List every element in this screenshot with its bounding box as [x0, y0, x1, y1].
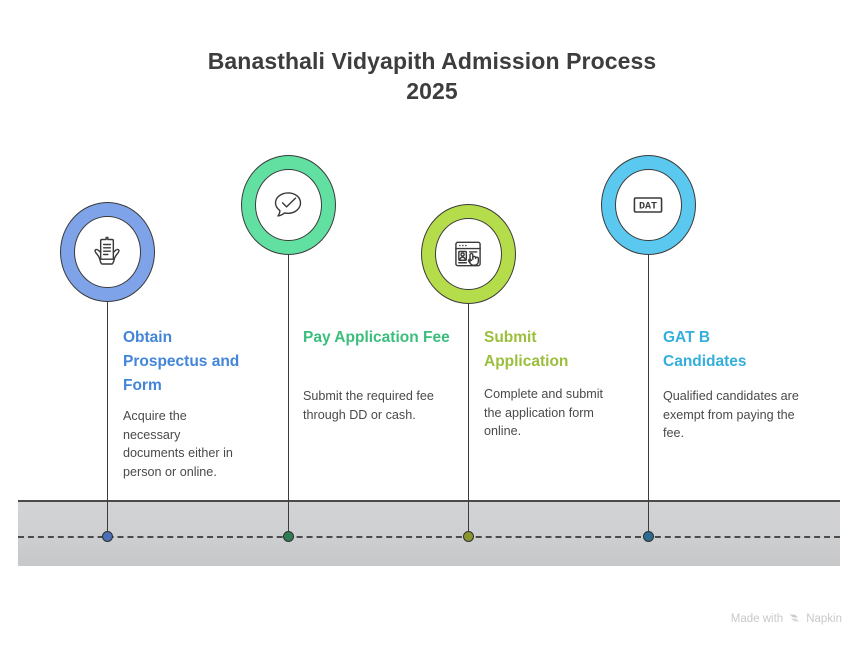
milestone-stem [648, 253, 649, 536]
napkin-chevron-logo-icon [789, 614, 800, 622]
milestone-road-dot [283, 531, 294, 542]
milestone-body: Complete and submit the application form… [484, 387, 604, 438]
milestone-heading: GAT B Candidates [663, 329, 747, 370]
milestone-pin[interactable] [421, 204, 516, 304]
milestone-pin[interactable] [241, 155, 336, 255]
road-centerline [18, 536, 840, 538]
milestone-stem [288, 253, 289, 536]
milestone-pin[interactable]: DAT [601, 155, 696, 255]
milestone-pin-inner [74, 215, 141, 289]
watermark-made-with-label: Made with [730, 612, 784, 625]
milestone-pin-inner: DAT [615, 168, 682, 242]
milestone-stem [468, 302, 469, 536]
milestone-road-dot [463, 531, 474, 542]
milestone-pin[interactable] [60, 202, 155, 302]
browser-profile-click-icon [455, 241, 482, 267]
milestone-body: Submit the required fee through DD or ca… [303, 389, 434, 422]
milestone-road-dot [643, 531, 654, 542]
milestone-heading: Obtain Prospectus and Form [123, 329, 240, 394]
hands-holding-document-icon [94, 236, 121, 265]
watermark: Made with Napkin [731, 612, 842, 625]
milestone-road-dot [102, 531, 113, 542]
milestone-pin-inner [255, 168, 322, 242]
watermark-brand-label: Napkin [806, 612, 842, 625]
milestone-body: Qualified candidates are exempt from pay… [663, 389, 799, 440]
speech-bubble-check-icon [275, 192, 302, 217]
svg-text:DAT: DAT [639, 201, 657, 212]
timeline-road [18, 500, 840, 566]
milestone-heading: Pay Application Fee [303, 329, 450, 346]
milestone-body: Acquire the necessary documents either i… [123, 409, 233, 479]
milestone-heading: Submit Application [484, 329, 569, 370]
dat-label-icon: DAT [634, 197, 663, 213]
milestone-pin-inner [435, 217, 502, 291]
milestone-stem [107, 300, 108, 536]
